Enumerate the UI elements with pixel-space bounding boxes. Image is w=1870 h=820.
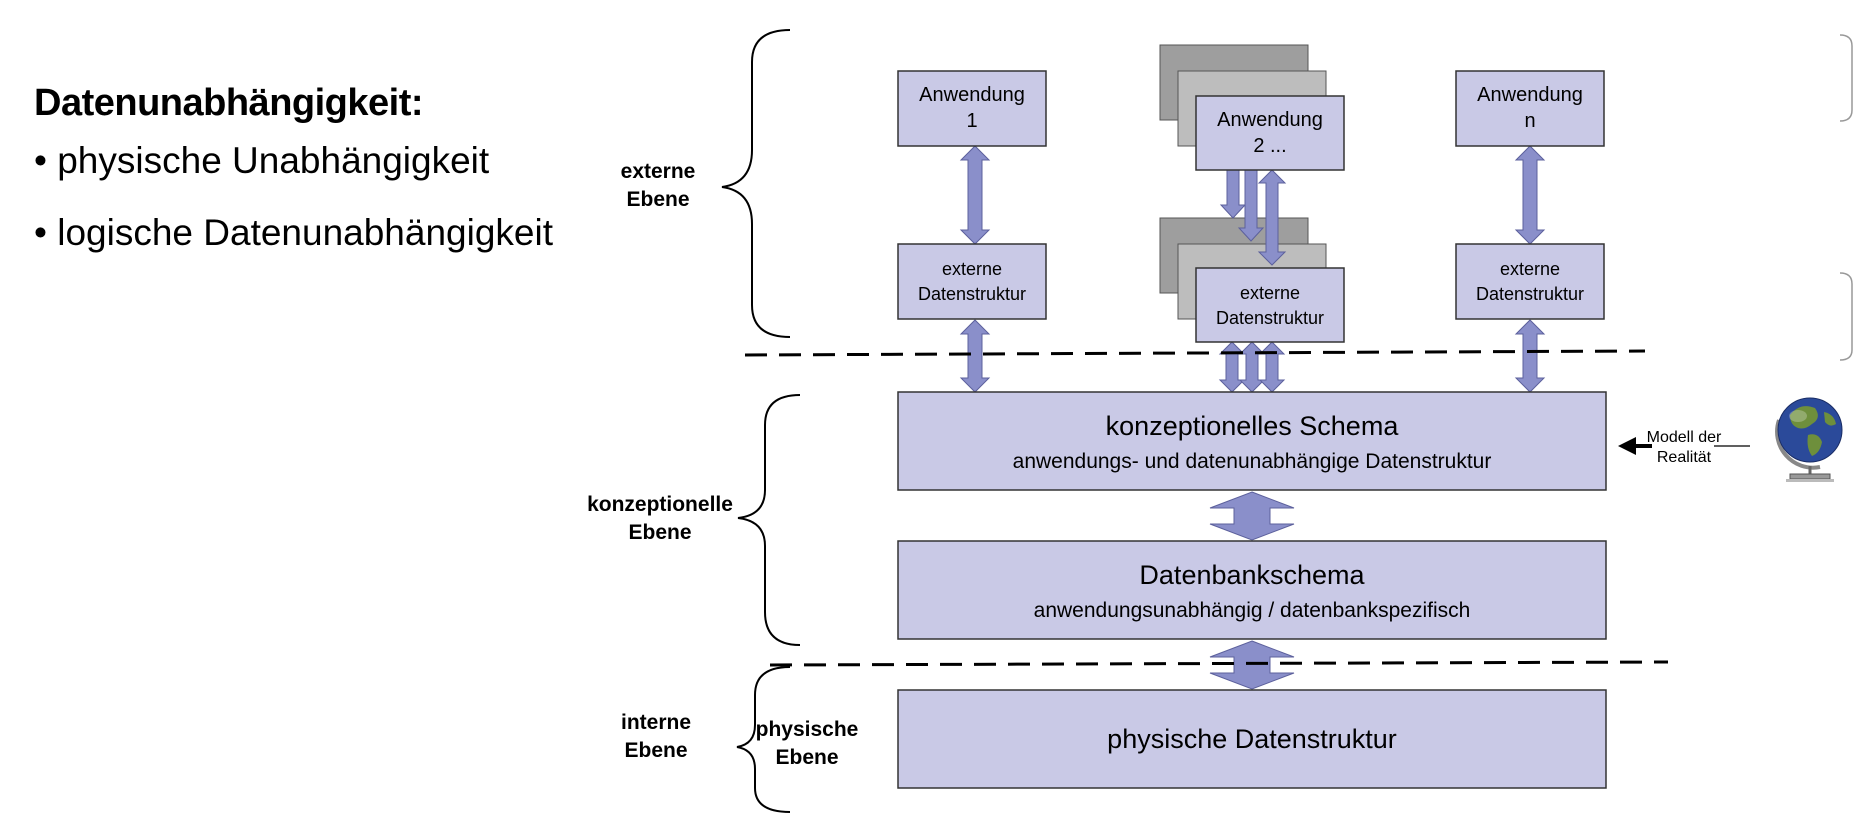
arrow-app1-to-ext1 [959, 145, 991, 245]
app2-box [1195, 95, 1345, 171]
globe-icon [1775, 397, 1843, 482]
conceptual-internal-divider [769, 660, 1669, 667]
bullet-logical-text: logische Datenunabhängigkeit [57, 212, 553, 253]
extn-box [1455, 243, 1605, 320]
physical-level-label-2: Ebene [775, 746, 838, 769]
appn-label-1: Anwendung [1477, 84, 1583, 106]
ext2-box [1195, 267, 1345, 343]
app1-label-2: 1 [966, 110, 977, 132]
ext1-label-1: externe [942, 259, 1002, 279]
arrow-ext2a-to-conceptual [1218, 341, 1246, 393]
reality-label-1: Modell der [1647, 429, 1722, 446]
conceptual-level-brace [737, 394, 801, 646]
arrow-ext2c-to-conceptual [1258, 341, 1286, 393]
arrow-ext2b-to-conceptual [1238, 341, 1266, 393]
conceptual-level-label-1: konzeptionelle [587, 493, 733, 516]
db-schema-box [897, 540, 1607, 640]
right-edge-bracket-top [1839, 34, 1853, 122]
reality-label-2: Realität [1657, 449, 1712, 466]
app1-box [897, 70, 1047, 147]
external-level-brace [721, 29, 791, 338]
db-schema-subtitle: anwendungsunabhängig / datenbankspezifis… [1034, 599, 1471, 622]
external-level-label-1: externe [621, 160, 696, 183]
arrow-db-to-physical [1209, 640, 1295, 690]
arrow-app2-down-2 [1237, 169, 1265, 242]
app2-label-1: Anwendung [1217, 109, 1323, 131]
right-edge-bracket-bottom [1839, 272, 1853, 361]
extn-label-2: Datenstruktur [1476, 284, 1584, 304]
reality-arrow [1618, 437, 1652, 455]
slide-heading: Datenunabhängigkeit: [34, 82, 424, 124]
bullet-physical-text: physische Unabhängigkeit [57, 140, 490, 181]
internal-level-label-1: interne [621, 711, 691, 734]
conceptual-schema-title: konzeptionelles Schema [1106, 411, 1400, 441]
physical-structure-box [897, 689, 1607, 789]
arrow-extn-to-conceptual [1514, 319, 1546, 393]
extn-label-1: externe [1500, 259, 1560, 279]
physical-level-label-1: physische [756, 718, 859, 741]
external-level-label-2: Ebene [626, 188, 689, 211]
ext1-box [897, 243, 1047, 320]
arrow-ext1-to-conceptual [959, 319, 991, 393]
ext2-label-2: Datenstruktur [1216, 308, 1324, 328]
conceptual-schema-subtitle: anwendungs- und datenunabhängige Datenst… [1013, 450, 1492, 473]
ext2-label-1: externe [1240, 283, 1300, 303]
ext1-label-2: Datenstruktur [918, 284, 1026, 304]
arrow-conceptual-to-db [1209, 491, 1295, 541]
arrow-app2-bidirectional [1257, 169, 1287, 266]
conceptual-schema-box [897, 391, 1607, 491]
bullet-physical: • physische Unabhängigkeit [34, 140, 490, 181]
bullet-logical: • logische Datenunabhängigkeit [34, 212, 553, 253]
appn-label-2: n [1524, 110, 1535, 132]
external-conceptual-divider [744, 349, 1646, 357]
app2-label-2: 2 ... [1253, 135, 1286, 157]
appn-box [1455, 70, 1605, 147]
arrow-app2-down-1 [1219, 169, 1247, 219]
internal-level-brace [736, 666, 791, 813]
conceptual-level-label-2: Ebene [628, 521, 691, 544]
arrow-appn-to-extn [1514, 145, 1546, 245]
app1-label-1: Anwendung [919, 84, 1025, 106]
internal-level-label-2: Ebene [624, 739, 687, 762]
db-schema-title: Datenbankschema [1139, 560, 1365, 590]
physical-structure-title: physische Datenstruktur [1107, 724, 1397, 754]
